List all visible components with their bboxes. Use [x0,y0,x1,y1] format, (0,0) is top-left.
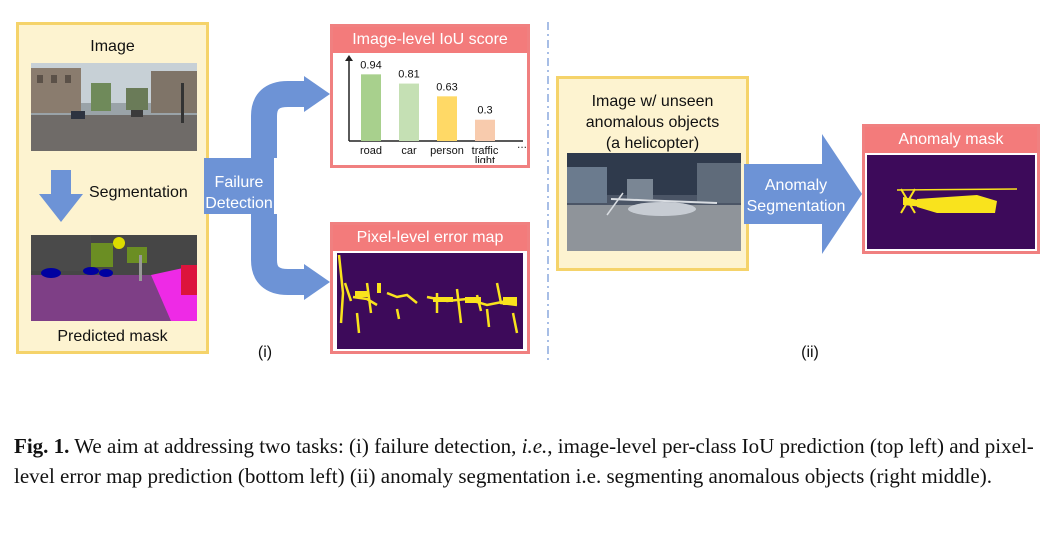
input-image-panel: Image Segmentation Predicted mask [16,22,209,354]
segmentation-down-arrow [39,170,83,222]
failure-detection-label: Failure Detection [205,174,273,212]
iou-score-panel: Image-level IoU score 0.94 road 0.81 car 0.6… [330,24,530,168]
caption-fig-label: Fig. 1. [14,434,70,458]
iou-bar [475,119,495,141]
segmentation-label: Segmentation [89,184,188,201]
predicted-mask-label: Predicted mask [57,328,168,345]
anomalous-image-panel: Image w/ unseen anomalous objects (a hel… [556,76,749,271]
failure-detection-arrow [204,76,330,300]
chart-ellipsis: ... [517,137,528,151]
error-map-image [337,253,523,349]
iou-category-label: light [475,155,495,163]
iou-bar [399,83,419,141]
anomaly-mask-panel: Anomaly mask [862,124,1040,254]
figure-caption: Fig. 1. We aim at addressing two tasks: … [14,431,1044,491]
caption-text-1: We aim at addressing two tasks: (i) fail… [69,434,522,458]
anomaly-segmentation-arrow [744,134,862,254]
iou-category-label: road [360,145,382,157]
caption-text-2: , image-level per-class IoU prediction (… [14,434,1034,488]
chart-y-axis-arrow [345,55,353,61]
anomalous-image-text: Image w/ unseen anomalous objects (a hel… [585,93,720,152]
caption-ie: i.e. [521,434,548,458]
section-divider [547,22,549,362]
iou-bar [437,96,457,141]
iou-value-label: 0.3 [477,105,492,117]
anomaly-segmentation-label: Anomaly Segmentation [746,177,846,215]
error-map-title: Pixel-level error map [333,225,527,251]
street-scene-image [31,63,197,151]
image-label: Image [90,38,135,55]
iou-bar [361,74,381,141]
error-map-panel: Pixel-level error map [330,222,530,354]
iou-category-label: traffic [472,145,499,157]
helicopter-scene-image [567,153,741,251]
part-ii-label: (ii) [801,344,819,361]
iou-value-label: 0.63 [436,81,457,93]
iou-category-label: person [430,145,464,157]
iou-value-label: 0.81 [398,69,419,81]
predicted-mask-image [31,235,197,321]
iou-panel-title: Image-level IoU score [333,27,527,53]
part-i-label: (i) [257,344,273,361]
anomaly-mask-image [867,155,1035,249]
iou-category-label: car [401,145,417,157]
iou-value-label: 0.94 [360,59,381,71]
anomaly-mask-title: Anomaly mask [865,127,1037,153]
